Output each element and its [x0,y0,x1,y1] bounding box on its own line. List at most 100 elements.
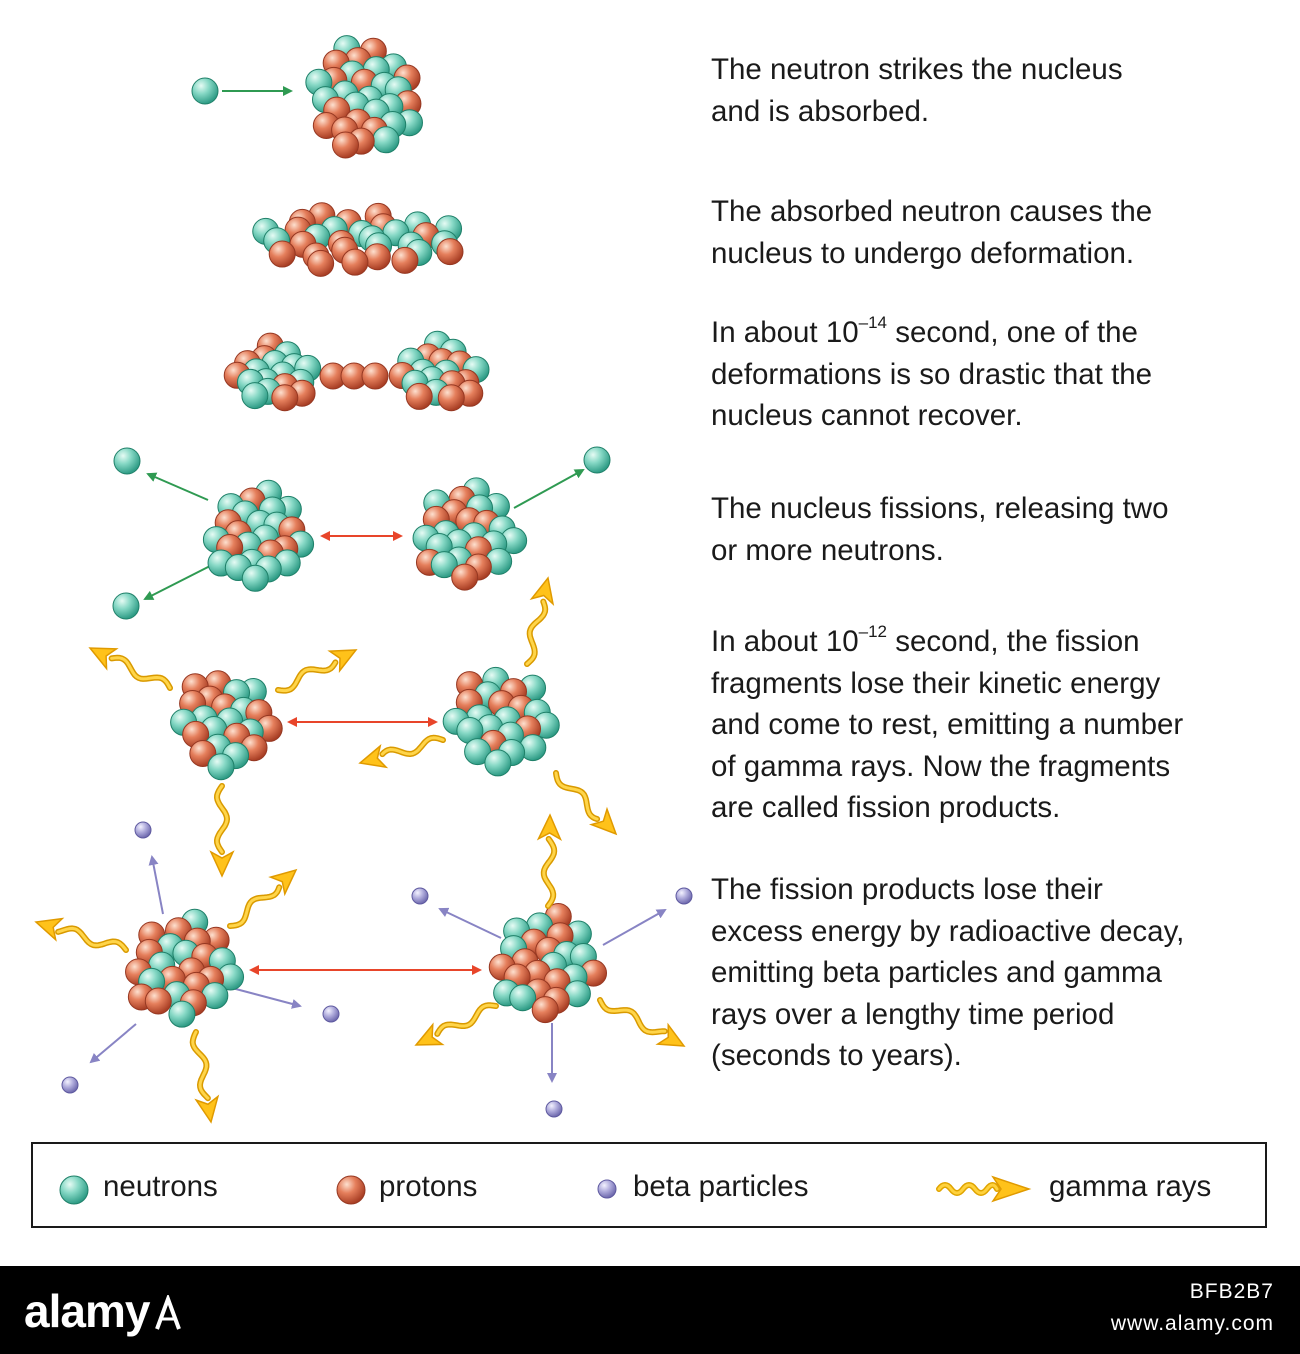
site-url: www.alamy.com [1111,1312,1274,1336]
neutron-arrow [148,474,208,500]
beta-emission-arrow [91,1024,136,1062]
beta-emission-arrow [440,909,501,938]
gamma-ray [230,870,296,926]
proton [452,564,478,590]
step-5-line: In about 10–12 second, the fission [711,621,1286,663]
gamma-ray-icon [939,1177,1029,1201]
gamma-ray [527,578,553,664]
step-3-line: nucleus cannot recover. [711,395,1286,437]
fission-fragment-left [171,671,283,780]
fission-fragment-right [443,667,559,776]
fission-product-left [126,909,244,1027]
beta-emission-arrow [152,857,163,914]
proton [362,363,388,389]
deforming-lobe-left [224,333,320,411]
neutron [114,448,140,474]
step-2-line: nucleus to undergo deformation. [711,233,1286,275]
step-5-line: of gamma rays. Now the fragments [711,746,1286,788]
beta-particle-icon [598,1180,616,1198]
gamma-ray [360,738,443,767]
beta-particle [412,888,428,904]
step-2-line: The absorbed neutron causes the [711,191,1286,233]
fission-product-right [489,903,606,1022]
step-1-line: The neutron strikes the nucleus [711,49,1286,91]
watermark-bar: alamy BFB2B7 www.alamy.com [0,1266,1300,1354]
nucleus [306,36,423,158]
step-6-line: rays over a lengthy time period [711,994,1286,1036]
proton [332,132,358,158]
neutron [192,78,218,104]
neutron-arrow [145,566,210,599]
step-1-text: The neutron strikes the nucleus and is a… [711,49,1286,132]
deforming-lobe-right [389,331,489,410]
proton [269,241,295,267]
proton [438,385,464,411]
neutron [169,1001,195,1027]
proton [392,247,418,273]
gamma-ray [36,919,126,950]
brand-name: alamy [24,1285,149,1337]
image-id: BFB2B7 [1190,1280,1274,1304]
gamma-ray [416,1005,496,1045]
gamma-ray [538,815,560,906]
neutron-arrow [514,470,583,508]
step-6-text: The fission products lose their excess e… [711,869,1286,1077]
neutron [208,754,234,780]
gamma-ray [193,1032,218,1122]
legend-neutrons-label: neutrons [103,1170,218,1204]
step-2-text: The absorbed neutron causes the nucleus … [711,191,1286,274]
exponent: –12 [859,622,887,641]
beta-particle [546,1101,562,1117]
legend-gamma-label: gamma rays [1049,1170,1211,1204]
proton-icon [337,1176,365,1204]
gamma-rays-layer [36,578,684,1122]
beta-particle [323,1006,339,1022]
step-5-line: are called fission products. [711,787,1286,829]
step-3-line: In about 10–14 second, one of the [711,312,1286,354]
beta-emission-arrow [232,988,300,1006]
neutron [113,593,139,619]
proton [272,385,298,411]
gamma-ray [556,773,616,834]
gamma-ray [278,650,356,691]
brand-logo: alamy [24,1284,183,1338]
fission-fragment-right [413,478,527,590]
legend-protons-label: protons [379,1170,477,1204]
step-4-line: The nucleus fissions, releasing two [711,488,1286,530]
beta-particle [135,822,151,838]
neutron [242,565,268,591]
fission-fragment-left [203,480,313,591]
legend-beta-label: beta particles [633,1170,808,1204]
step-6-line: (seconds to years). [711,1035,1286,1077]
gamma-ray [600,1000,684,1046]
deformed-nucleus [253,203,463,277]
step-6-line: The fission products lose their [711,869,1286,911]
exponent: –14 [859,313,887,332]
step-6-line: excess energy by radioactive decay, [711,911,1286,953]
neutron [373,127,399,153]
proton [342,249,368,275]
step-5-text: In about 10–12 second, the fission fragm… [711,621,1286,829]
proton [364,244,390,270]
step-3-line: deformations is so drastic that the [711,354,1286,396]
particles-layer [62,36,692,1117]
proton [308,250,334,276]
gamma-ray [211,786,233,876]
beta-particle [62,1077,78,1093]
gamma-ray [90,648,170,688]
proton [437,239,463,265]
proton [532,997,558,1023]
step-5-line: fragments lose their kinetic energy [711,663,1286,705]
step-5-line: and come to rest, emitting a number [711,704,1286,746]
proton [145,988,171,1014]
step-4-line: or more neutrons. [711,530,1286,572]
step-4-text: The nucleus fissions, releasing two or m… [711,488,1286,571]
proton [406,383,432,409]
step-1-line: and is absorbed. [711,91,1286,133]
neutron [242,383,268,409]
brand-mark-icon [153,1295,183,1331]
neutron [510,985,536,1011]
neutron [584,447,610,473]
beta-emission-arrow [603,910,665,945]
legend: neutrons protons beta particles gamma ra… [31,1142,1267,1228]
